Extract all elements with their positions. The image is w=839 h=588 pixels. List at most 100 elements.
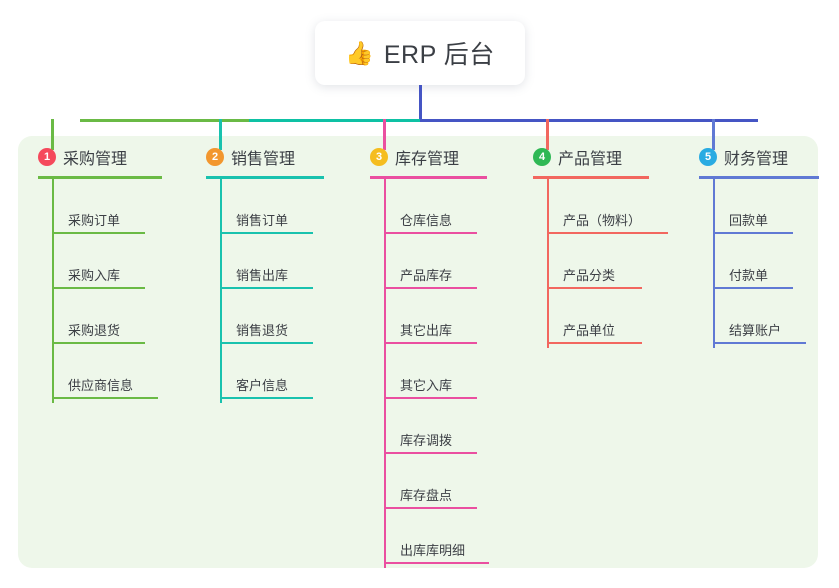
branch-underline-3 xyxy=(370,176,487,179)
branch-drop-connector-4 xyxy=(546,119,549,150)
trunk-segment-3 xyxy=(420,119,758,122)
branch-badge-5: 5 xyxy=(699,148,717,166)
leaf-node[interactable]: 产品单位 xyxy=(547,289,642,344)
leaf-underline xyxy=(220,232,313,234)
leaf-label: 回款单 xyxy=(729,213,769,228)
leaf-underline xyxy=(713,287,793,289)
branch-spine-3 xyxy=(384,179,386,568)
branch-title-1: 采购管理 xyxy=(63,151,128,168)
leaf-label: 付款单 xyxy=(729,268,769,283)
leaf-underline xyxy=(384,232,477,234)
branch-underline-1 xyxy=(38,176,162,179)
branch-header-1[interactable]: 1 采购管理 xyxy=(18,146,127,168)
branch-header-5[interactable]: 5 财务管理 xyxy=(679,146,788,168)
branch-title-4: 产品管理 xyxy=(558,151,623,168)
branch-underline-4 xyxy=(533,176,649,179)
leaf-node[interactable]: 销售订单 xyxy=(220,179,313,234)
leaf-node[interactable]: 产品（物料） xyxy=(547,179,668,234)
leaf-underline xyxy=(713,232,793,234)
leaf-label: 库存盘点 xyxy=(400,488,453,503)
leaf-underline xyxy=(547,342,642,344)
leaf-node[interactable]: 供应商信息 xyxy=(52,344,158,399)
branch-drop-connector-3 xyxy=(383,119,386,150)
thumbs-up-icon: 👍 xyxy=(345,39,374,66)
leaf-label: 客户信息 xyxy=(236,378,289,393)
branch-spine-4 xyxy=(547,179,549,348)
root-stem-connector xyxy=(419,85,422,122)
leaf-node[interactable]: 回款单 xyxy=(713,179,793,234)
leaf-label: 结算账户 xyxy=(729,323,782,338)
leaf-node[interactable]: 采购退货 xyxy=(52,289,145,344)
branch-column-1: 1 采购管理采购订单采购入库采购退货供应商信息 xyxy=(18,146,162,403)
root-node-title: ERP 后台 xyxy=(383,41,495,69)
leaf-node[interactable]: 库存调拨 xyxy=(384,399,477,454)
branch-badge-1: 1 xyxy=(38,148,56,166)
leaf-node[interactable]: 销售退货 xyxy=(220,289,313,344)
branch-underline-5 xyxy=(699,176,819,179)
branch-underline-2 xyxy=(206,176,324,179)
leaf-label: 其它出库 xyxy=(400,323,453,338)
branch-header-2[interactable]: 2 销售管理 xyxy=(186,146,295,168)
leaf-label: 销售出库 xyxy=(236,268,289,283)
branch-drop-connector-5 xyxy=(712,119,715,150)
leaf-label: 产品单位 xyxy=(563,323,616,338)
leaf-node[interactable]: 出库库明细 xyxy=(384,509,489,564)
branch-badge-2: 2 xyxy=(206,148,224,166)
leaf-node[interactable]: 仓库信息 xyxy=(384,179,477,234)
branch-badge-4: 4 xyxy=(533,148,551,166)
leaf-node[interactable]: 产品库存 xyxy=(384,234,477,289)
leaf-label: 产品库存 xyxy=(400,268,453,283)
leaf-node[interactable]: 客户信息 xyxy=(220,344,313,399)
leaf-underline xyxy=(52,397,158,399)
leaf-node[interactable]: 其它出库 xyxy=(384,289,477,344)
leaf-label: 采购订单 xyxy=(68,213,121,228)
branch-column-5: 5 财务管理回款单付款单结算账户 xyxy=(679,146,819,348)
branch-title-3: 库存管理 xyxy=(395,151,460,168)
branch-drop-connector-1 xyxy=(51,119,54,150)
leaf-label: 销售订单 xyxy=(236,213,289,228)
branch-spine-1 xyxy=(52,179,54,403)
leaf-node[interactable]: 采购入库 xyxy=(52,234,145,289)
trunk-segment-1 xyxy=(80,119,249,122)
leaf-node[interactable]: 付款单 xyxy=(713,234,793,289)
leaf-node[interactable]: 其它入库 xyxy=(384,344,477,399)
branch-title-5: 财务管理 xyxy=(724,151,789,168)
leaf-underline xyxy=(547,287,642,289)
diagram-background-panel xyxy=(18,136,818,568)
leaf-underline xyxy=(384,507,477,509)
branch-spine-2 xyxy=(220,179,222,403)
leaf-label: 采购入库 xyxy=(68,268,121,283)
leaf-node[interactable]: 采购订单 xyxy=(52,179,145,234)
leaf-underline xyxy=(384,562,489,564)
leaf-underline xyxy=(384,397,477,399)
leaf-underline xyxy=(547,232,668,234)
leaf-underline xyxy=(220,397,313,399)
leaf-label: 库存调拨 xyxy=(400,433,453,448)
leaf-label: 其它入库 xyxy=(400,378,453,393)
leaf-underline xyxy=(52,232,145,234)
root-node-erp-backend[interactable]: 👍 ERP 后台 xyxy=(315,21,525,85)
leaf-underline xyxy=(384,342,477,344)
leaf-label: 产品分类 xyxy=(563,268,616,283)
leaf-label: 仓库信息 xyxy=(400,213,453,228)
leaf-underline xyxy=(52,287,145,289)
branch-column-4: 4 产品管理产品（物料） 产品分类产品单位 xyxy=(513,146,668,348)
leaf-label: 采购退货 xyxy=(68,323,121,338)
leaf-underline xyxy=(713,342,806,344)
branch-title-2: 销售管理 xyxy=(231,151,296,168)
branch-spine-5 xyxy=(713,179,715,348)
leaf-label: 产品（物料） xyxy=(563,213,642,228)
trunk-segment-2 xyxy=(249,119,420,122)
leaf-node[interactable]: 结算账户 xyxy=(713,289,806,344)
leaf-underline xyxy=(384,287,477,289)
branch-header-4[interactable]: 4 产品管理 xyxy=(513,146,622,168)
leaf-node[interactable]: 库存盘点 xyxy=(384,454,477,509)
leaf-node[interactable]: 销售出库 xyxy=(220,234,313,289)
branch-column-2: 2 销售管理销售订单销售出库销售退货客户信息 xyxy=(186,146,324,403)
leaf-label: 供应商信息 xyxy=(68,378,134,393)
leaf-node[interactable]: 产品分类 xyxy=(547,234,642,289)
leaf-label: 出库库明细 xyxy=(400,543,466,558)
